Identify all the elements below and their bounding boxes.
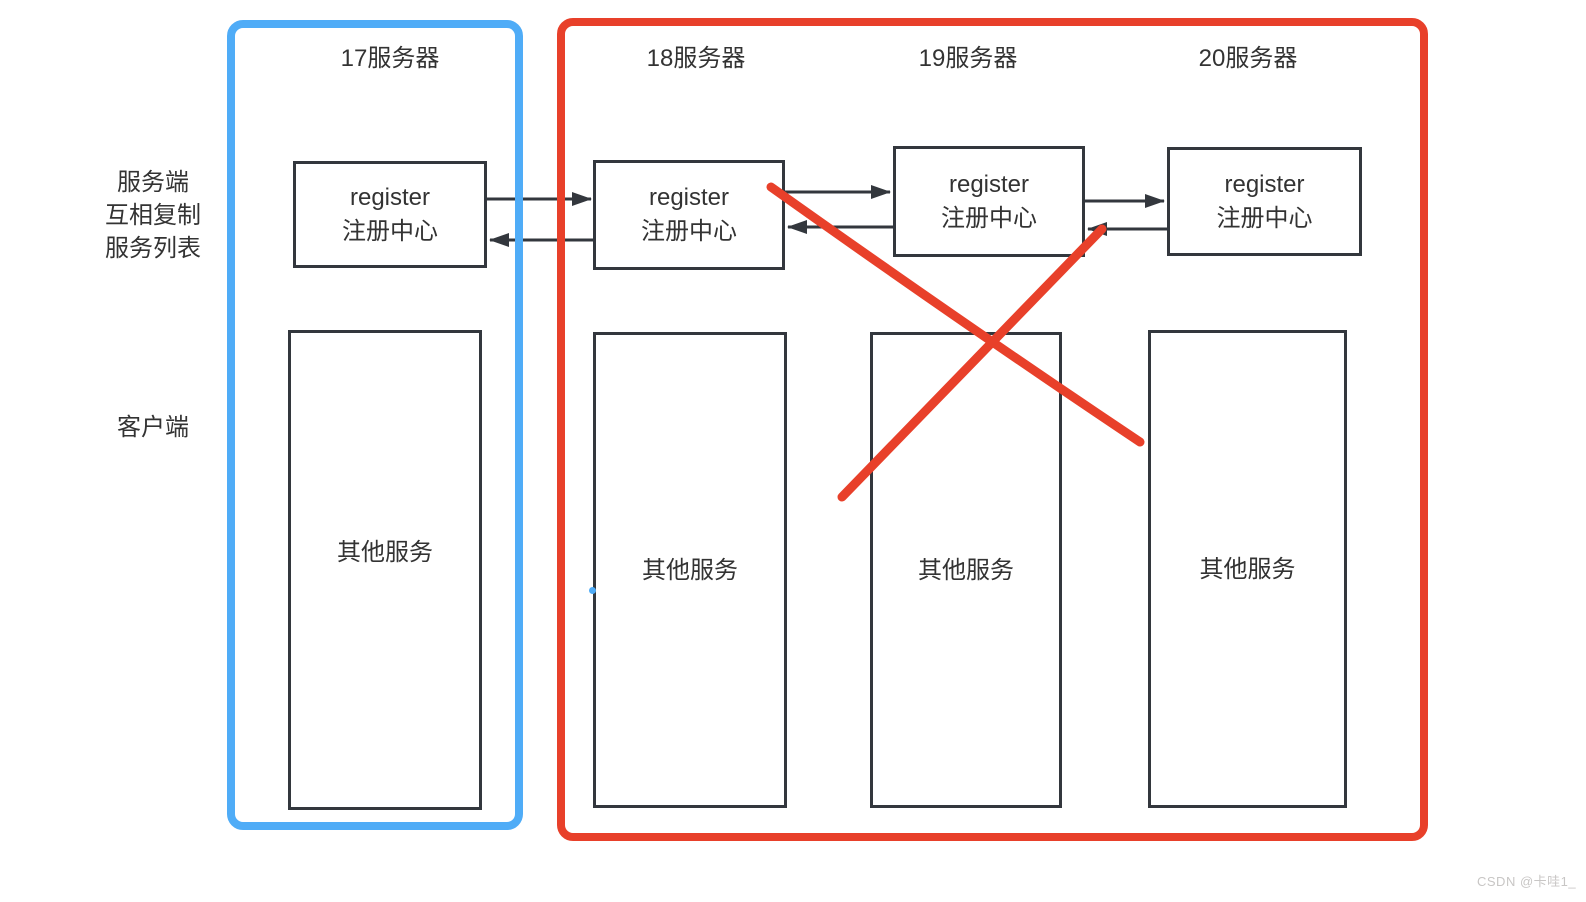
register-center-box-18: register 注册中心 xyxy=(593,160,785,270)
watermark: CSDN @卡哇1_ xyxy=(1477,874,1577,889)
register-label-en-20: register xyxy=(1224,170,1305,198)
side-label-server-line1: 服务端 xyxy=(117,169,189,196)
register-center-box-20: register 注册中心 xyxy=(1167,147,1362,256)
other-services-box-17: 其他服务 xyxy=(288,330,482,810)
side-label-server-replication: 服务端 互相复制 服务列表 xyxy=(53,166,253,265)
register-label-zh-17: 注册中心 xyxy=(342,217,438,245)
register-label-zh-19: 注册中心 xyxy=(941,204,1037,232)
column-header-server-20: 20服务器 xyxy=(1198,45,1298,72)
other-services-box-20: 其他服务 xyxy=(1148,330,1347,808)
column-header-server-18: 18服务器 xyxy=(646,45,746,72)
other-services-label-20: 其他服务 xyxy=(1199,556,1296,583)
register-label-en-17: register xyxy=(349,183,431,211)
column-header-server-19: 19服务器 xyxy=(918,45,1018,72)
other-services-box-18: 其他服务 xyxy=(593,332,787,808)
other-services-label-19: 其他服务 xyxy=(918,557,1014,584)
other-services-box-19: 其他服务 xyxy=(870,332,1062,808)
register-label-en-18: register xyxy=(648,184,730,211)
register-center-box-17: register 注册中心 xyxy=(293,161,487,268)
register-center-box-19: register 注册中心 xyxy=(893,146,1085,257)
column-header-server-17: 17服务器 xyxy=(340,45,440,72)
other-services-label-17: 其他服务 xyxy=(337,539,433,566)
register-label-en-19: register xyxy=(948,170,1030,198)
connection-point-dot xyxy=(589,587,596,594)
register-label-zh-18: 注册中心 xyxy=(641,218,737,245)
register-label-zh-20: 注册中心 xyxy=(1216,204,1313,232)
side-label-server-line2: 互相复制 xyxy=(105,202,201,229)
side-label-server-line3: 服务列表 xyxy=(105,235,201,262)
other-services-label-18: 其他服务 xyxy=(642,557,738,584)
side-label-client: 客户端 xyxy=(117,414,189,441)
